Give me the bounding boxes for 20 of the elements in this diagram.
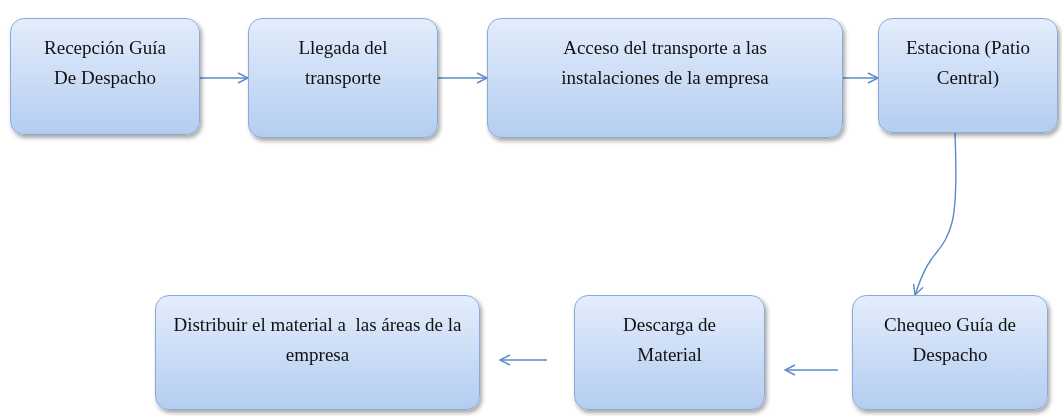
box-text: Llegada del transporte bbox=[297, 36, 389, 90]
process-box bbox=[10, 18, 200, 135]
arrow bbox=[499, 354, 548, 366]
process-box bbox=[248, 18, 438, 138]
process-box bbox=[155, 295, 480, 410]
process-box bbox=[852, 295, 1048, 410]
arrow bbox=[199, 72, 249, 84]
process-box bbox=[574, 295, 765, 410]
box-text: Estaciona (Patio Central) bbox=[905, 36, 1031, 90]
process-box bbox=[878, 18, 1058, 133]
box-text: Recepción Guía De Despacho bbox=[43, 36, 167, 90]
arrow bbox=[842, 72, 879, 84]
box-text: Acceso del transporte a las instalaciones de la empresa bbox=[560, 36, 770, 90]
box-text: Chequeo Guía de Despacho bbox=[883, 313, 1017, 367]
arrow bbox=[912, 132, 957, 296]
box-text: Descarga de Material bbox=[622, 313, 717, 367]
process-box bbox=[487, 18, 843, 138]
arrow bbox=[437, 72, 488, 84]
box-text: Distribuir el material a las áreas de la empresa bbox=[172, 313, 463, 367]
arrow bbox=[784, 364, 839, 376]
